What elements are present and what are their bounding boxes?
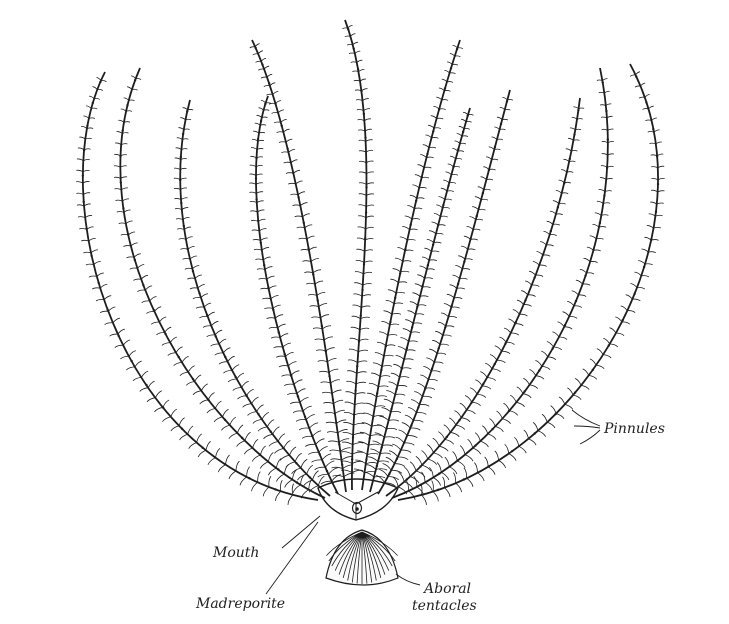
pinnule-row bbox=[393, 107, 584, 494]
arm bbox=[362, 40, 460, 490]
arm-segments bbox=[82, 81, 277, 491]
arm-segments bbox=[406, 109, 580, 481]
pinnule-row bbox=[250, 100, 341, 484]
mouth-leader bbox=[282, 516, 320, 548]
leader-lines bbox=[266, 410, 600, 594]
pinnule-row bbox=[406, 79, 614, 500]
label-mouth: Mouth bbox=[212, 545, 259, 561]
pinnules-leader-3 bbox=[580, 430, 600, 444]
label-madreporite: Madreporite bbox=[195, 596, 285, 612]
arm bbox=[120, 68, 325, 498]
madreporite-leader bbox=[266, 522, 318, 594]
mouth-opening bbox=[353, 503, 362, 514]
pinnules-leader-2 bbox=[574, 426, 600, 428]
label-aboral: Aboral bbox=[422, 581, 471, 597]
arm bbox=[378, 90, 510, 494]
pinnule-row bbox=[354, 45, 462, 472]
pinnule-row bbox=[341, 25, 373, 472]
arm-segments bbox=[119, 79, 298, 484]
arm bbox=[370, 108, 470, 492]
arm-segments bbox=[419, 81, 609, 486]
label-tentacles: tentacles bbox=[412, 598, 477, 614]
pinnules-leader bbox=[572, 410, 600, 426]
pinnule-row bbox=[174, 108, 324, 492]
aboral-tentacles bbox=[326, 530, 398, 585]
label-pinnules: Pinnules bbox=[603, 421, 665, 437]
pinnule-row bbox=[250, 44, 354, 477]
arm-segments bbox=[365, 48, 458, 461]
arms-group bbox=[83, 20, 658, 500]
pinnule-row bbox=[77, 78, 294, 505]
arm-segments bbox=[255, 103, 328, 473]
arm bbox=[256, 96, 338, 494]
aboral-leader bbox=[396, 574, 420, 585]
